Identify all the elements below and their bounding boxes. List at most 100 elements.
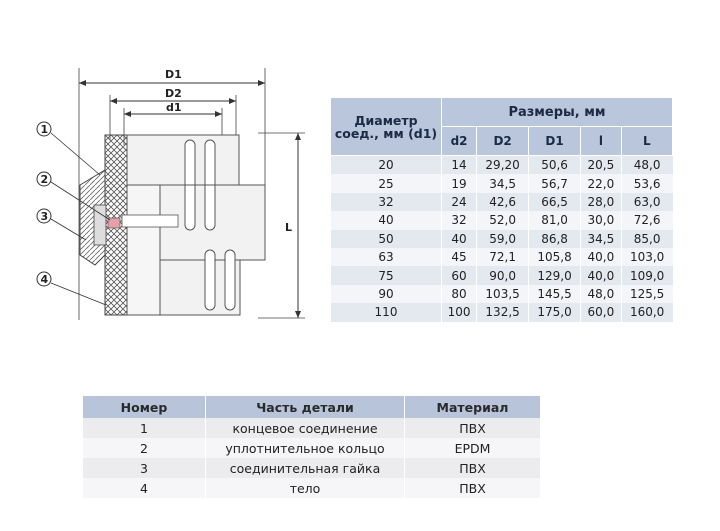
table-cell: 90,0 [476, 266, 529, 285]
table-cell: 50,6 [528, 155, 581, 175]
table-cell: 30,0 [580, 211, 622, 230]
table-cell: 56,7 [528, 174, 581, 193]
table-cell: 45 [440, 247, 477, 267]
table-cell: 48,0 [580, 284, 622, 304]
table-cell: 40 [330, 211, 442, 230]
table-cell: 109,0 [620, 266, 673, 285]
table-cell: 1 [82, 418, 206, 438]
table-cell: 52,0 [476, 211, 529, 230]
table-cell: 40,0 [580, 247, 622, 267]
table-cell: 132,5 [476, 303, 529, 322]
table-cell: 66,5 [528, 192, 581, 212]
col-D2: D2 [476, 126, 530, 156]
table-cell: концевое соединение [205, 418, 405, 438]
header-sizes: Размеры, мм [441, 97, 673, 127]
table-cell: 3 [82, 458, 206, 478]
table-cell: 4 [82, 478, 206, 498]
dimension-d1: d1 [123, 101, 223, 145]
table-cell: 24 [440, 192, 477, 212]
table-cell: тело [205, 478, 405, 498]
dimension-D1: D1 [78, 68, 266, 320]
svg-text:3: 3 [41, 210, 49, 223]
table-cell: 34,5 [580, 229, 622, 248]
table-cell: 85,0 [620, 229, 673, 248]
table-cell: 175,0 [528, 303, 581, 322]
table-cell: 110 [330, 303, 442, 322]
table-cell: 103,5 [476, 284, 529, 304]
col-D1: D1 [528, 126, 582, 156]
table-cell: 20 [330, 155, 442, 175]
callout-1: 1 [36, 121, 101, 176]
table-cell: 75 [330, 266, 442, 285]
col-l: l [580, 126, 622, 156]
header-diameter: Диаметр соед., мм (d1) [330, 97, 442, 156]
col-d2: d2 [440, 126, 478, 156]
table-cell: 160,0 [620, 303, 673, 322]
table-cell: 19 [440, 174, 477, 193]
label-D2: D2 [165, 87, 182, 100]
table-cell: 103,0 [620, 247, 673, 267]
table-cell: 63 [330, 247, 442, 267]
table-cell: 14 [440, 155, 477, 175]
col-part: Часть детали [205, 396, 405, 418]
col-material: Материал [404, 396, 540, 418]
dimension-L: L [258, 132, 305, 319]
table-cell: 20,5 [580, 155, 622, 175]
table-cell: 100 [440, 303, 477, 322]
table-cell: 28,0 [580, 192, 622, 212]
table-cell: 80 [440, 284, 477, 304]
table-cell: 60,0 [580, 303, 622, 322]
label-L: L [285, 221, 292, 234]
col-number: Номер [82, 396, 206, 418]
table-cell: 86,8 [528, 229, 581, 248]
table-cell: ПВХ [404, 418, 540, 438]
svg-text:4: 4 [41, 273, 49, 286]
col-L: L [620, 126, 674, 156]
table-cell: 32 [330, 192, 442, 212]
table-cell: 63,0 [620, 192, 673, 212]
table-cell: 60 [440, 266, 477, 285]
dimensions-table: Диаметр соед., мм (d1) Размеры, мм d2 D2… [330, 97, 674, 322]
callout-3: 3 [36, 208, 87, 241]
table-cell: 34,5 [476, 174, 529, 193]
table-cell: 50 [330, 229, 442, 248]
table-cell: EPDM [404, 438, 540, 458]
table-cell: 29,20 [476, 155, 529, 175]
table-cell: 90 [330, 284, 442, 304]
label-D1: D1 [165, 68, 182, 81]
table-cell: 72,6 [620, 211, 673, 230]
callout-4: 4 [36, 271, 107, 306]
label-d1: d1 [166, 101, 182, 114]
table-cell: 22,0 [580, 174, 622, 193]
table-cell: 59,0 [476, 229, 529, 248]
table-cell: 129,0 [528, 266, 581, 285]
table-cell: 40,0 [580, 266, 622, 285]
table-cell: 48,0 [620, 155, 673, 175]
table-cell: ПВХ [404, 458, 540, 478]
svg-text:2: 2 [41, 173, 49, 186]
table-cell: 105,8 [528, 247, 581, 267]
table-cell: соединительная гайка [205, 458, 405, 478]
svg-text:1: 1 [41, 123, 49, 136]
table-cell: 25 [330, 174, 442, 193]
callout-2: 2 [36, 171, 111, 221]
table-cell: 2 [82, 438, 206, 458]
table-cell: 40 [440, 229, 477, 248]
table-cell: 32 [440, 211, 477, 230]
table-cell: уплотнительное кольцо [205, 438, 405, 458]
table-cell: ПВХ [404, 478, 540, 498]
